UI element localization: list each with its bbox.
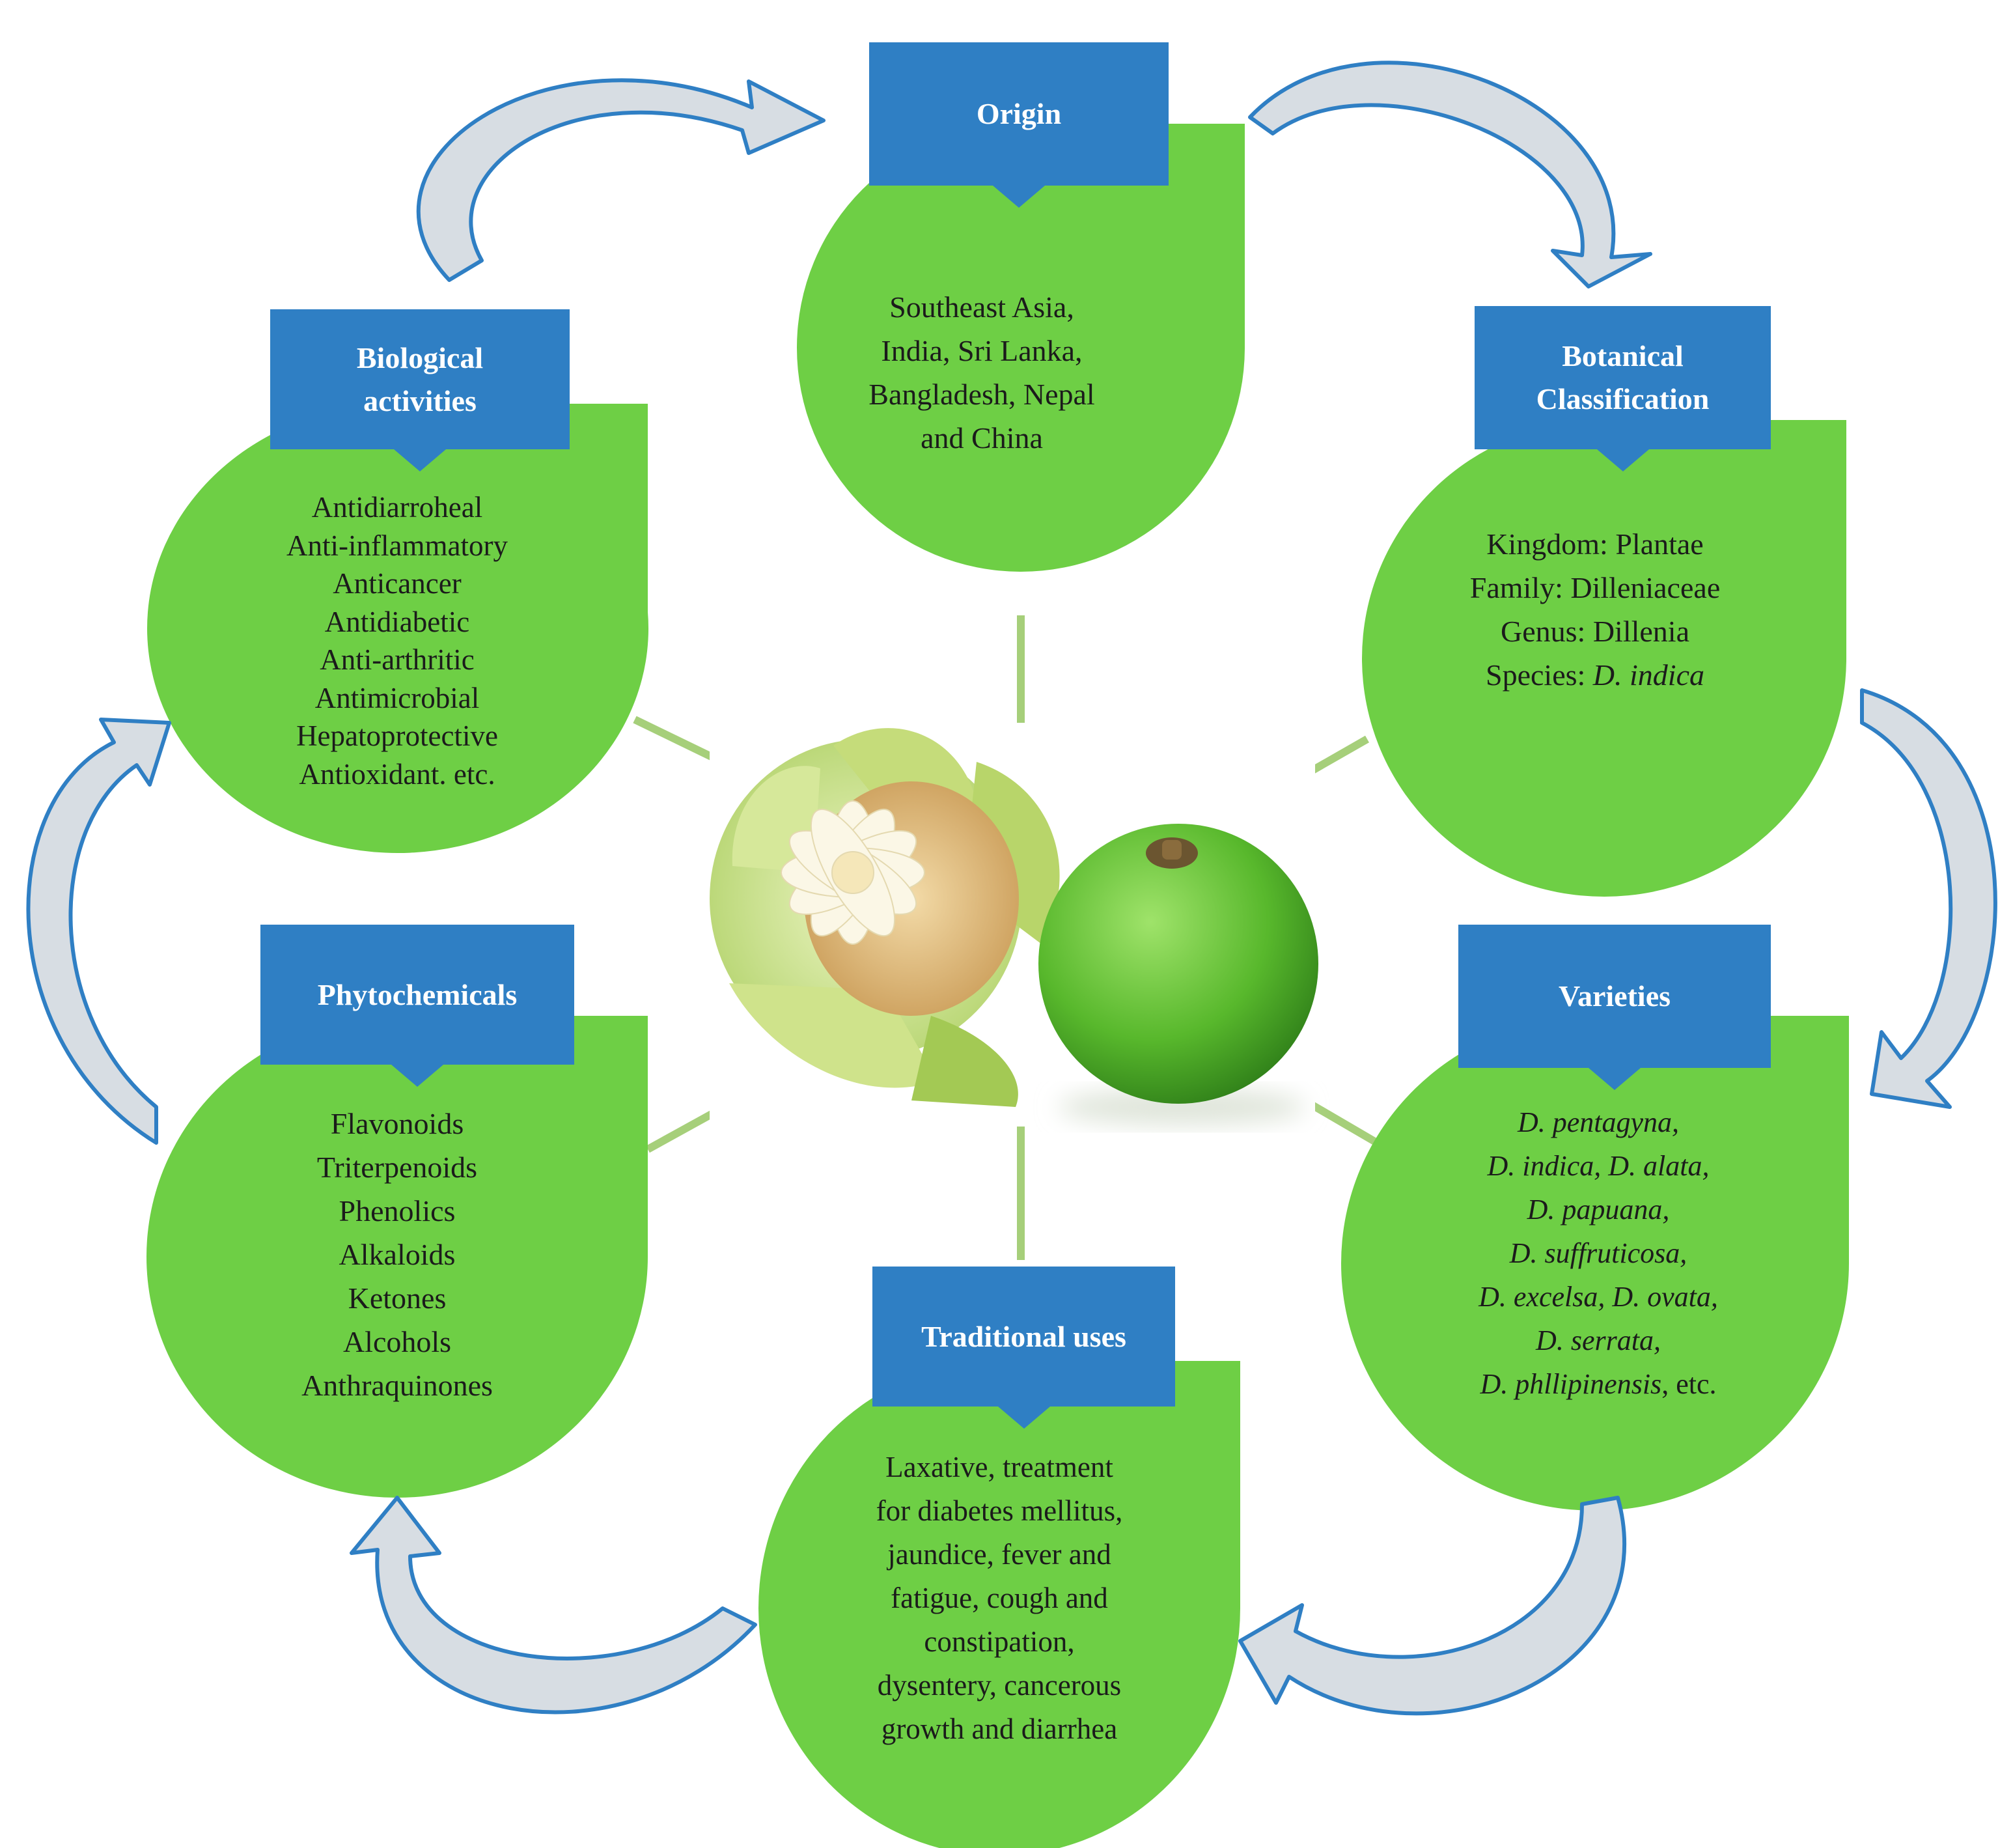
varieties-last-plain: , etc. (1661, 1368, 1717, 1400)
traditional-header: Traditional uses (872, 1267, 1175, 1429)
connector-lines (633, 615, 1380, 1260)
botanical-title-line2: Classification (1536, 382, 1710, 415)
origin-header-pointer (993, 186, 1045, 208)
biological-text: Antidiarroheal Anti-inflammatory Antican… (215, 488, 579, 793)
varieties-line: D. excelsa, D. ovata, (1479, 1281, 1718, 1313)
phytochemicals-header: Phytochemicals (260, 925, 574, 1087)
arrow-botanical-to-varieties (1860, 688, 1997, 1109)
varieties-line-last: D. phllipinensis, etc. (1416, 1362, 1781, 1406)
phytochemical-item: Alkaloids (339, 1238, 456, 1271)
phytochemicals-header-pointer (391, 1065, 443, 1087)
blob-traditional (758, 1361, 1240, 1848)
varieties-line: D. serrata, (1536, 1324, 1661, 1356)
phytochemicals-text: Flavonoids Triterpenoids Phenolics Alkal… (215, 1102, 579, 1407)
traditional-line: constipation, (924, 1625, 1075, 1658)
traditional-line: for diabetes mellitus, (876, 1494, 1123, 1527)
varieties-line: D. pentagyna, (1517, 1106, 1680, 1138)
traditional-line: dysentery, cancerous (877, 1669, 1122, 1701)
traditional-text: Laxative, treatment for diabetes mellitu… (817, 1446, 1182, 1751)
origin-line: Bangladesh, Nepal (868, 378, 1095, 411)
phytochemical-item: Flavonoids (330, 1107, 464, 1140)
botanical-genus: Genus: Dillenia (1501, 615, 1689, 648)
biological-activity: Antimicrobial (314, 681, 480, 714)
traditional-header-pointer (997, 1407, 1050, 1429)
phytochemical-item: Alcohols (342, 1325, 452, 1358)
traditional-line: growth and diarrhea (881, 1713, 1118, 1745)
arrow-varieties-to-traditional (1238, 1496, 1627, 1716)
origin-title: Origin (976, 97, 1062, 130)
botanical-species: Species: D. indica (1413, 653, 1777, 697)
varieties-title: Varieties (1558, 979, 1671, 1013)
phytochemical-item: Triterpenoids (316, 1151, 478, 1184)
flower-stigma (781, 800, 925, 945)
arrow-traditional-to-phytochemicals (350, 1496, 757, 1715)
biological-activity: Anti-inflammatory (286, 529, 508, 562)
varieties-line: D. papuana, (1527, 1194, 1670, 1225)
botanical-species-name: D. indica (1592, 658, 1704, 692)
blob-origin (797, 124, 1245, 572)
phytochemical-item: Phenolics (339, 1194, 456, 1227)
arrow-biological-to-origin (416, 78, 826, 282)
blob-botanical (1362, 420, 1847, 897)
traditional-line: fatigue, cough and (891, 1582, 1108, 1614)
botanical-text: Kingdom: Plantae Family: Dilleniaceae Ge… (1413, 522, 1777, 697)
biological-header: Biological activities (270, 309, 570, 471)
arrow-origin-to-botanical (1248, 61, 1652, 288)
origin-text: Southeast Asia, India, Sri Lanka, Bangla… (799, 285, 1164, 460)
phytochemicals-title: Phytochemicals (317, 977, 518, 1011)
botanical-title-line1: Botanical (1562, 339, 1684, 372)
blob-biological (147, 404, 649, 853)
cycle-arrows (26, 61, 1997, 1716)
biological-title-line1: Biological (356, 341, 484, 374)
origin-line: Southeast Asia, (889, 290, 1074, 324)
varieties-text: D. pentagyna, D. indica, D. alata, D. pa… (1416, 1100, 1781, 1406)
biological-activity: Anticancer (333, 567, 462, 600)
biological-activity: Antidiabetic (324, 605, 470, 638)
botanical-kingdom: Kingdom: Plantae (1486, 527, 1704, 561)
origin-header: Origin (869, 42, 1169, 208)
traditional-title: Traditional uses (921, 1319, 1126, 1353)
biological-title-line2: activities (363, 384, 477, 417)
origin-line: and China (921, 421, 1043, 455)
arrow-phytochemicals-to-biological (26, 718, 171, 1145)
botanical-header-pointer (1596, 449, 1649, 471)
varieties-header: Varieties (1458, 925, 1771, 1090)
varieties-line: D. indica, D. alata, (1487, 1150, 1710, 1182)
blob-phytochemicals (146, 1016, 648, 1498)
biological-header-pointer (394, 449, 446, 471)
traditional-line: jaundice, fever and (887, 1538, 1111, 1571)
biological-activity: Anti-arthritic (320, 643, 475, 676)
biological-activity: Hepatoprotective (296, 720, 498, 752)
botanical-header: Botanical Classification (1475, 306, 1771, 471)
botanical-family: Family: Dilleniaceae (1469, 571, 1721, 604)
center-image-flower-fruit (710, 723, 1318, 1127)
varieties-header-pointer (1589, 1068, 1641, 1090)
blob-varieties (1341, 1016, 1849, 1511)
phytochemical-item: Anthraquinones (301, 1369, 493, 1402)
phytochemical-item: Ketones (348, 1281, 447, 1315)
origin-line: India, Sri Lanka, (881, 334, 1083, 367)
botanical-species-label: Species: (1486, 658, 1593, 692)
varieties-line: D. suffruticosa, (1509, 1237, 1687, 1269)
varieties-last-italic: D. phllipinensis (1480, 1368, 1662, 1400)
traditional-line: Laxative, treatment (885, 1451, 1113, 1483)
biological-activity: Antidiarroheal (311, 491, 483, 524)
biological-activity: Antioxidant. etc. (299, 757, 495, 791)
